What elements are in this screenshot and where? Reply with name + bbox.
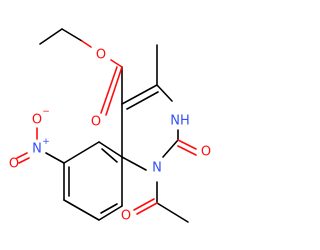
bond-c2-o-b [177, 145, 197, 156]
bond-ethyl-ch3 [39, 28, 63, 45]
bond-aryl-4-5 [98, 205, 123, 221]
bond-c6-nh [156, 84, 173, 102]
bonds [16, 28, 197, 223]
bond-c5-c6 [121, 84, 158, 105]
atom-nitro-n: N [32, 142, 42, 157]
bond-n3-c4 [121, 156, 147, 171]
bond-aryl-inner-b [100, 203, 118, 214]
bond-c5-c6-double [126, 91, 159, 110]
bond-carbonyl-o-double-a [105, 66, 123, 116]
atom-urea-o: O [201, 145, 211, 160]
bond-aryl-inner-c [101, 148, 118, 163]
bond-aryl-3-4 [63, 199, 100, 221]
bond-aryl-nitro [45, 152, 65, 164]
bond-acetyl-o-a [136, 202, 158, 215]
atom-nitro-n-charge: + [42, 137, 50, 147]
bond-acetyl-o-b [133, 198, 155, 211]
bond-ethyl-ch2 [61, 28, 83, 42]
bond-o-carbonyl [110, 59, 123, 68]
bond-nitro-o-double-b [18, 157, 30, 164]
bond-aryl-1-2 [63, 141, 100, 164]
atom-nitro-o-double: O [9, 157, 19, 172]
atom-nitro-o-minus-charge: − [42, 107, 50, 117]
atom-ring-n: N [152, 161, 162, 176]
atom-ester-o-double: O [91, 115, 101, 130]
atom-ester-o-single: O [96, 48, 106, 63]
bond-c2-o-a [177, 139, 197, 150]
bond-acetyl-methyl [156, 202, 189, 223]
molecule-structure: O O NH N O O N + O − O [9, 28, 211, 224]
bond-carbonyl-o-double-b [100, 66, 118, 114]
atom-labels: O O NH N O O N + O − O [9, 48, 211, 224]
bond-ch2-o [81, 40, 92, 48]
bond-nitro-o-double-a [16, 152, 28, 159]
bond-c4-aryl [98, 141, 123, 158]
bond-c2-n3 [162, 139, 179, 158]
atom-acetyl-o: O [121, 209, 131, 224]
atom-nitro-o-minus: O [32, 113, 42, 128]
atom-nh: NH [170, 114, 190, 129]
